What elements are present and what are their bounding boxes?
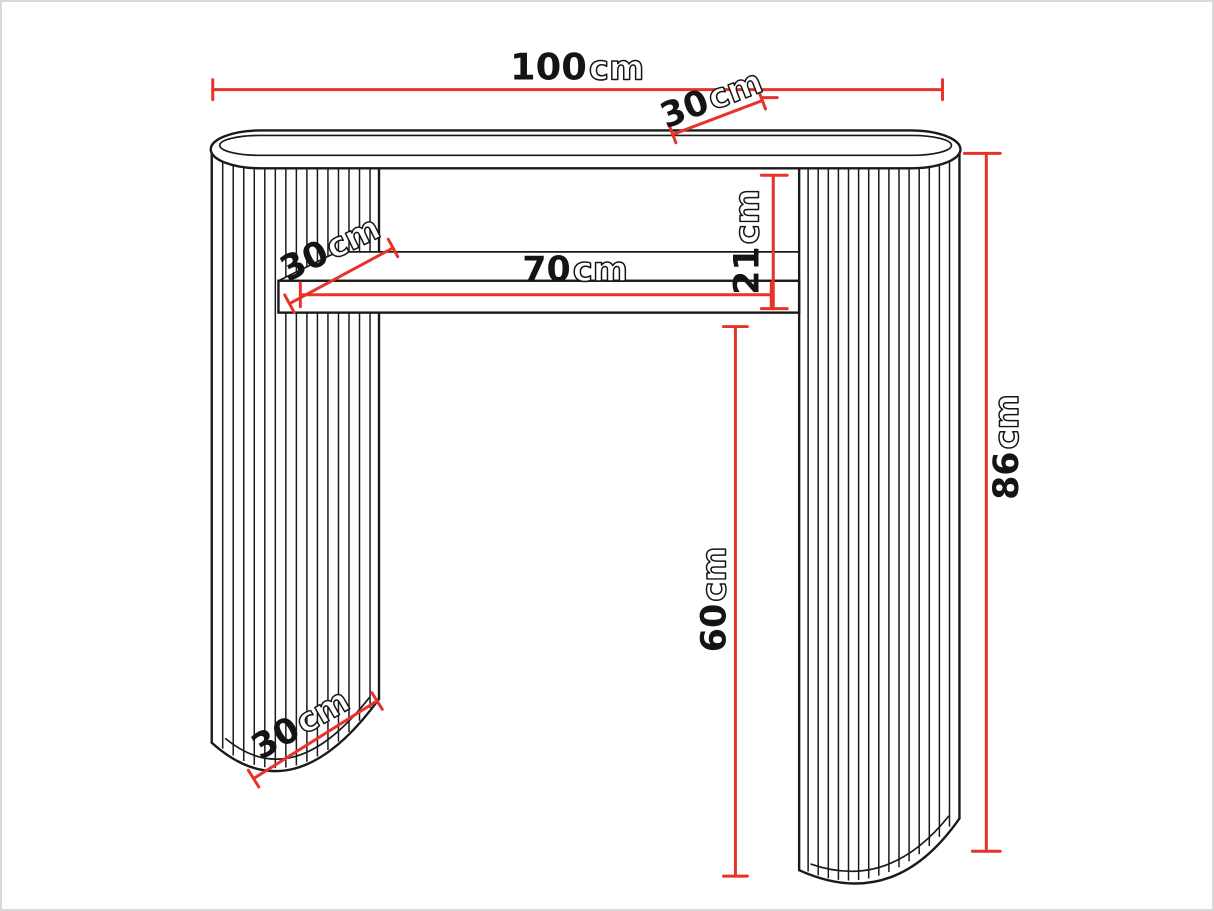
tabletop bbox=[209, 129, 962, 170]
dim-tick bbox=[283, 293, 296, 314]
label-total-height: 86cm bbox=[987, 394, 1027, 500]
dim-tick bbox=[246, 768, 261, 789]
shelf-front-face bbox=[277, 279, 801, 314]
right-leg-bottom-back-arc bbox=[810, 815, 950, 873]
tabletop-outline bbox=[209, 129, 962, 170]
dim-tick bbox=[757, 90, 767, 111]
dimension-base-depth bbox=[246, 691, 384, 789]
left-leg bbox=[210, 150, 381, 773]
right-leg-slats bbox=[807, 153, 951, 881]
dim-line bbox=[252, 699, 379, 781]
dimension-top-depth bbox=[668, 90, 779, 145]
dimension-shelf-width bbox=[298, 281, 773, 309]
dim-tick bbox=[370, 691, 384, 711]
label-top-width: 100cm bbox=[510, 46, 644, 89]
label-top-depth: 30cm bbox=[655, 62, 768, 137]
dim-tick bbox=[668, 124, 678, 145]
dimension-gap-height bbox=[759, 173, 789, 311]
right-leg bbox=[797, 150, 961, 885]
dimension-underside-height bbox=[721, 325, 749, 878]
label-shelf-width: 70cm bbox=[522, 250, 628, 290]
dim-tick bbox=[386, 237, 400, 259]
right-leg-bottom-front-arc bbox=[797, 817, 961, 885]
shelf bbox=[277, 251, 801, 314]
dimension-top-width bbox=[211, 78, 945, 102]
label-gap-height: 21cm bbox=[727, 189, 767, 295]
tabletop-inner-rim bbox=[218, 134, 953, 157]
dimension-total-height bbox=[962, 151, 1002, 853]
dim-line bbox=[671, 99, 764, 136]
left-leg-slats bbox=[221, 151, 371, 769]
left-leg-bottom-front-arc bbox=[210, 697, 381, 773]
label-underside-height: 60cm bbox=[694, 546, 734, 652]
